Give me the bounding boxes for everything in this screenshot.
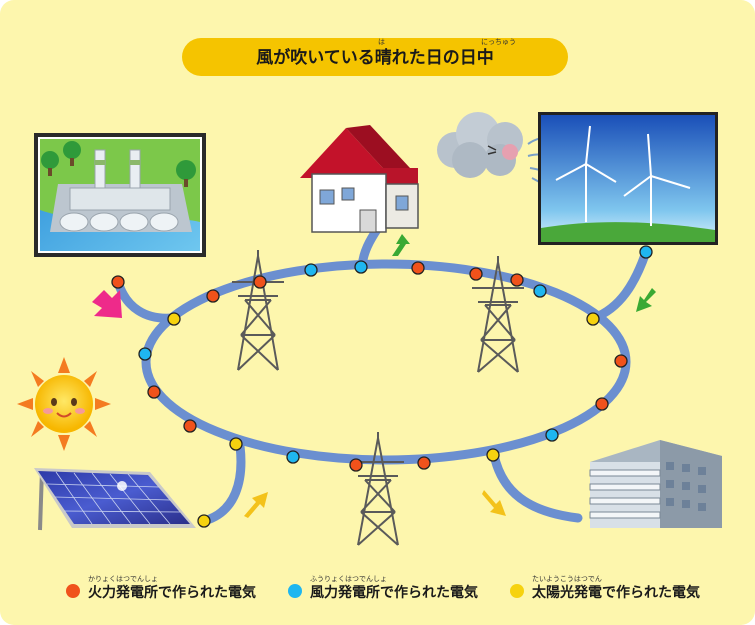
grid-lines: [113, 223, 651, 526]
wind-cloud-icon: [437, 112, 565, 195]
wind-electricity-dot: [354, 260, 368, 274]
solar-electricity-dot: [197, 514, 211, 528]
thermal-electricity-dot: [183, 419, 197, 433]
legend-dot: [510, 584, 524, 598]
legend-ruby: たいようこうはつでん: [532, 575, 602, 583]
solar-panel-icon: [34, 468, 196, 531]
wind-electricity-dot: [138, 347, 152, 361]
title-ruby-nicchuu: にっちゅう: [481, 38, 516, 46]
thermal-electricity-dot: [614, 354, 628, 368]
branch-solar: [199, 441, 246, 526]
arrow-icon: [392, 234, 410, 256]
house-icon: [300, 125, 419, 233]
thermal-electricity-dot: [111, 275, 125, 289]
wind-electricity-dot: [304, 263, 318, 277]
thermal-electricity-dot: [595, 397, 609, 411]
branch-thermal: [113, 277, 177, 323]
tower-icon: [232, 250, 284, 371]
legend-ruby: かりょくはつでんしょ: [88, 575, 158, 583]
branch-wind: [589, 247, 651, 323]
legend-dot: [66, 584, 80, 598]
thermal-electricity-dot: [206, 289, 220, 303]
legend-label: 風力発電所で作られた電気: [310, 585, 478, 601]
solar-electricity-dot: [229, 437, 243, 451]
thermal-electricity-dot: [417, 456, 431, 470]
electricity-dots: [111, 245, 653, 528]
thermal-electricity-dot: [253, 275, 267, 289]
tower-icon: [352, 432, 404, 546]
branch-building: [489, 450, 583, 523]
solar-electricity-dot: [167, 312, 181, 326]
thermal-electricity-dot: [510, 273, 524, 287]
wind-farm-icon: [538, 112, 718, 245]
wind-electricity-dot: [545, 428, 559, 442]
arrow-icon: [482, 490, 506, 516]
legend-label: 太陽光発電で作られた電気: [532, 585, 700, 601]
tower-icon: [472, 256, 524, 373]
arrow-icon: [244, 492, 268, 518]
wind-electricity-dot: [533, 284, 547, 298]
thermal-electricity-dot: [349, 458, 363, 472]
page-title: 風が吹いている晴れた日の日中: [256, 48, 494, 68]
arrow-icon: [636, 288, 656, 312]
thermal-electricity-dot: [147, 385, 161, 399]
thermal-power-plant-icon: [34, 133, 206, 257]
wind-electricity-dot: [286, 450, 300, 464]
legend-label: 火力発電所で作られた電気: [88, 585, 256, 601]
title-ruby-hare: は: [378, 38, 385, 46]
wind-electricity-dot: [639, 245, 653, 259]
solar-electricity-dot: [486, 448, 500, 462]
legend-ruby: ふうりょくはつでんしょ: [310, 575, 387, 583]
apartment-building-icon: [589, 440, 722, 528]
thermal-electricity-dot: [469, 267, 483, 281]
thermal-electricity-dot: [411, 261, 425, 275]
solar-electricity-dot: [586, 312, 600, 326]
sun-icon: [17, 357, 111, 451]
legend-dot: [288, 584, 302, 598]
title-pill: [182, 38, 568, 76]
arrow-icon: [92, 290, 122, 318]
